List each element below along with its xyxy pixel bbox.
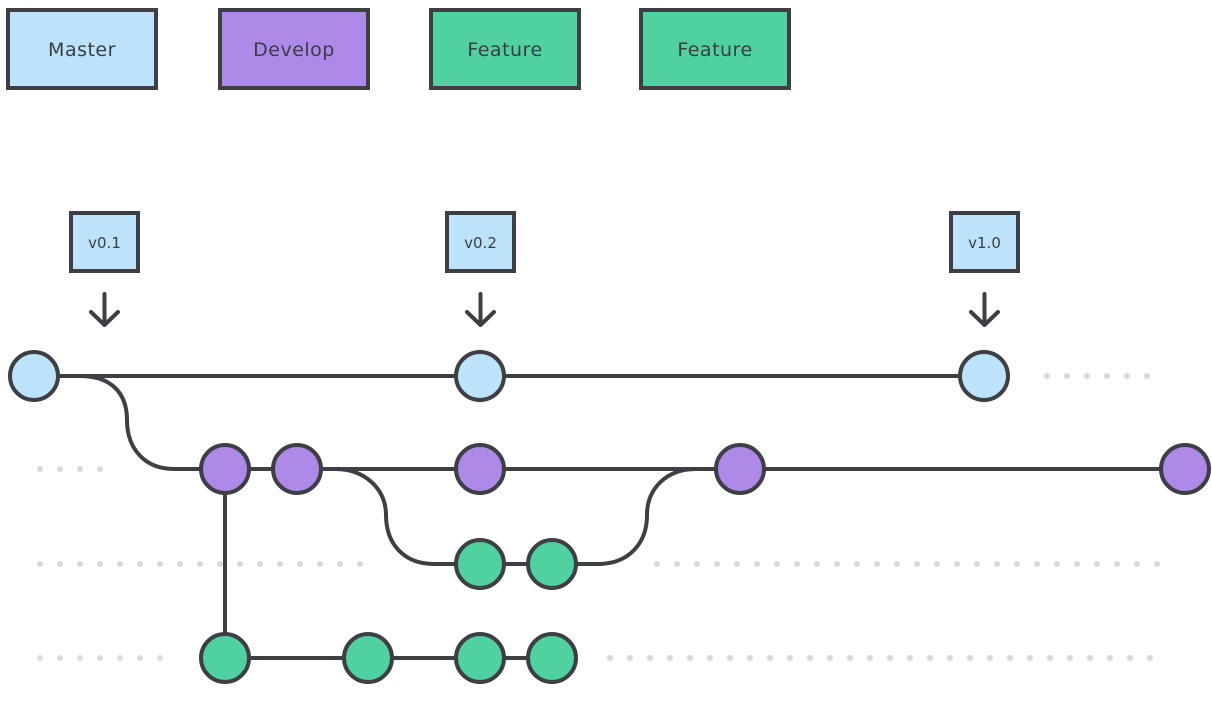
- feature-1-commit: [454, 538, 506, 590]
- release-tags: v0.1 v0.2 v1.0: [69, 211, 1020, 327]
- master-commit: [958, 350, 1010, 402]
- legend-feature-1-label: Feature: [467, 39, 542, 61]
- tag-v0-2: v0.2: [445, 211, 516, 327]
- arrow-down-icon: [89, 292, 120, 327]
- legend-develop-swatch: [218, 8, 370, 90]
- legend-master-label: Master: [48, 39, 116, 61]
- tag-v1-0-label: v1.0: [968, 234, 1001, 252]
- tag-v1-0-box: [949, 211, 1020, 273]
- tag-v0-2-label: v0.2: [464, 234, 497, 252]
- legend-feature-2: Feature: [639, 8, 791, 90]
- develop-commit: [1159, 443, 1211, 495]
- feature-1-commit: [526, 538, 578, 590]
- arrow-down-icon: [465, 292, 496, 327]
- tag-v0-2-box: [445, 211, 516, 273]
- develop-commit: [714, 443, 766, 495]
- develop-commit: [271, 443, 323, 495]
- legend: Master Develop Feature Feature: [6, 8, 791, 90]
- tag-v1-0: v1.0: [949, 211, 1020, 327]
- feature-2-commit: [342, 632, 394, 684]
- branch-lines: [32, 374, 1187, 660]
- feature-2-commit: [454, 632, 506, 684]
- legend-feature-1: Feature: [429, 8, 581, 90]
- legend-develop-label: Develop: [253, 39, 335, 61]
- master-commit: [454, 350, 506, 402]
- master-to-develop-curve: [58, 374, 227, 471]
- feature-2-commit: [199, 632, 251, 684]
- arrow-down-icon: [969, 292, 1000, 327]
- develop-commit: [199, 443, 251, 495]
- develop-to-feature-1-curve: [320, 467, 482, 566]
- tag-v0-1: v0.1: [69, 211, 140, 327]
- commits: [8, 350, 1211, 684]
- tag-v0-1-label: v0.1: [88, 234, 121, 252]
- develop-commit: [454, 443, 506, 495]
- legend-feature-2-swatch: [639, 8, 791, 90]
- legend-master: Master: [6, 8, 158, 90]
- legend-feature-1-swatch: [429, 8, 581, 90]
- feature-2-commit: [526, 632, 578, 684]
- master-commit: [8, 350, 60, 402]
- legend-master-swatch: [6, 8, 158, 90]
- legend-feature-2-label: Feature: [677, 39, 752, 61]
- continuation-dots: [37, 373, 1168, 661]
- legend-develop: Develop: [218, 8, 370, 90]
- tag-v0-1-box: [69, 211, 140, 273]
- feature-1-to-develop-curve: [550, 467, 742, 566]
